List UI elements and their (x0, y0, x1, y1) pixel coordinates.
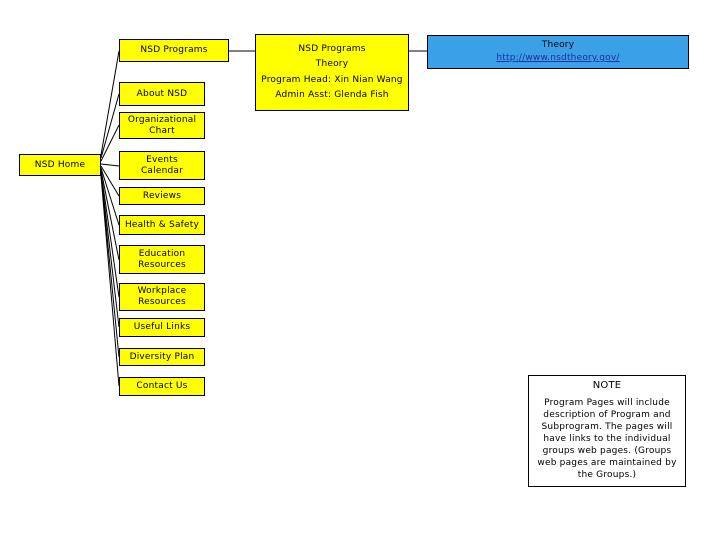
theory-link-box[interactable]: Theory http://www.nsdtheory.gov/ (427, 35, 689, 69)
nsd-programs-box[interactable]: NSD Programs (119, 39, 229, 62)
education-resources-box[interactable]: Education Resources (119, 245, 205, 274)
connector-home-workplace (100, 171, 120, 298)
connector-home-safety (100, 167, 120, 226)
connector-home-about (100, 93, 120, 159)
about-nsd-label: About NSD (136, 88, 188, 99)
organizational-chart-box[interactable]: Organizational Chart (119, 112, 205, 139)
diversity-plan-box[interactable]: Diversity Plan (119, 348, 205, 366)
organizational-chart-label: Organizational Chart (127, 114, 197, 136)
connector-home-diversity (100, 174, 120, 358)
events-calendar-label: Events Calendar (140, 154, 184, 176)
reviews-box[interactable]: Reviews (119, 187, 205, 205)
health-safety-box[interactable]: Health & Safety (119, 215, 205, 235)
education-resources-label: Education Resources (138, 248, 186, 270)
note-box: NOTE Program Pages will include descript… (528, 375, 686, 487)
diversity-plan-label: Diversity Plan (129, 351, 195, 362)
note-title: NOTE (592, 380, 622, 391)
reviews-label: Reviews (142, 190, 182, 201)
connector-home-events (100, 163, 120, 167)
contact-us-label: Contact Us (136, 381, 188, 391)
program-detail-header: NSD Programs (298, 43, 366, 54)
program-detail-name: Theory (315, 59, 349, 70)
workplace-resources-label: Workplace Resources (137, 286, 187, 307)
events-calendar-box[interactable]: Events Calendar (119, 151, 205, 180)
program-head: Program Head: Xin Nian Wang (261, 74, 403, 85)
theory-url-link[interactable]: http://www.nsdtheory.gov/ (496, 53, 620, 63)
useful-links-label: Useful Links (133, 322, 191, 332)
nsd-home-label: NSD Home (34, 159, 86, 170)
connector-home-orgchart (100, 124, 120, 162)
nsd-programs-label: NSD Programs (140, 45, 208, 55)
about-nsd-box[interactable]: About NSD (119, 82, 205, 106)
connector-home-links (100, 173, 120, 328)
workplace-resources-box[interactable]: Workplace Resources (119, 283, 205, 311)
program-detail-box[interactable]: NSD Programs Theory Program Head: Xin Ni… (255, 34, 409, 111)
connector-home-reviews (100, 165, 120, 197)
connector-home-contact (100, 175, 120, 387)
connector-home-programs (100, 50, 120, 156)
admin-assistant: Admin Asst: Glenda Fish (275, 90, 389, 101)
note-body: Program Pages will include description o… (537, 398, 677, 480)
nsd-home-box[interactable]: NSD Home (19, 154, 101, 176)
connector-home-education (100, 169, 120, 261)
contact-us-box[interactable]: Contact Us (119, 377, 205, 396)
health-safety-label: Health & Safety (124, 219, 200, 230)
theory-link-title: Theory (541, 40, 575, 50)
useful-links-box[interactable]: Useful Links (119, 318, 205, 337)
